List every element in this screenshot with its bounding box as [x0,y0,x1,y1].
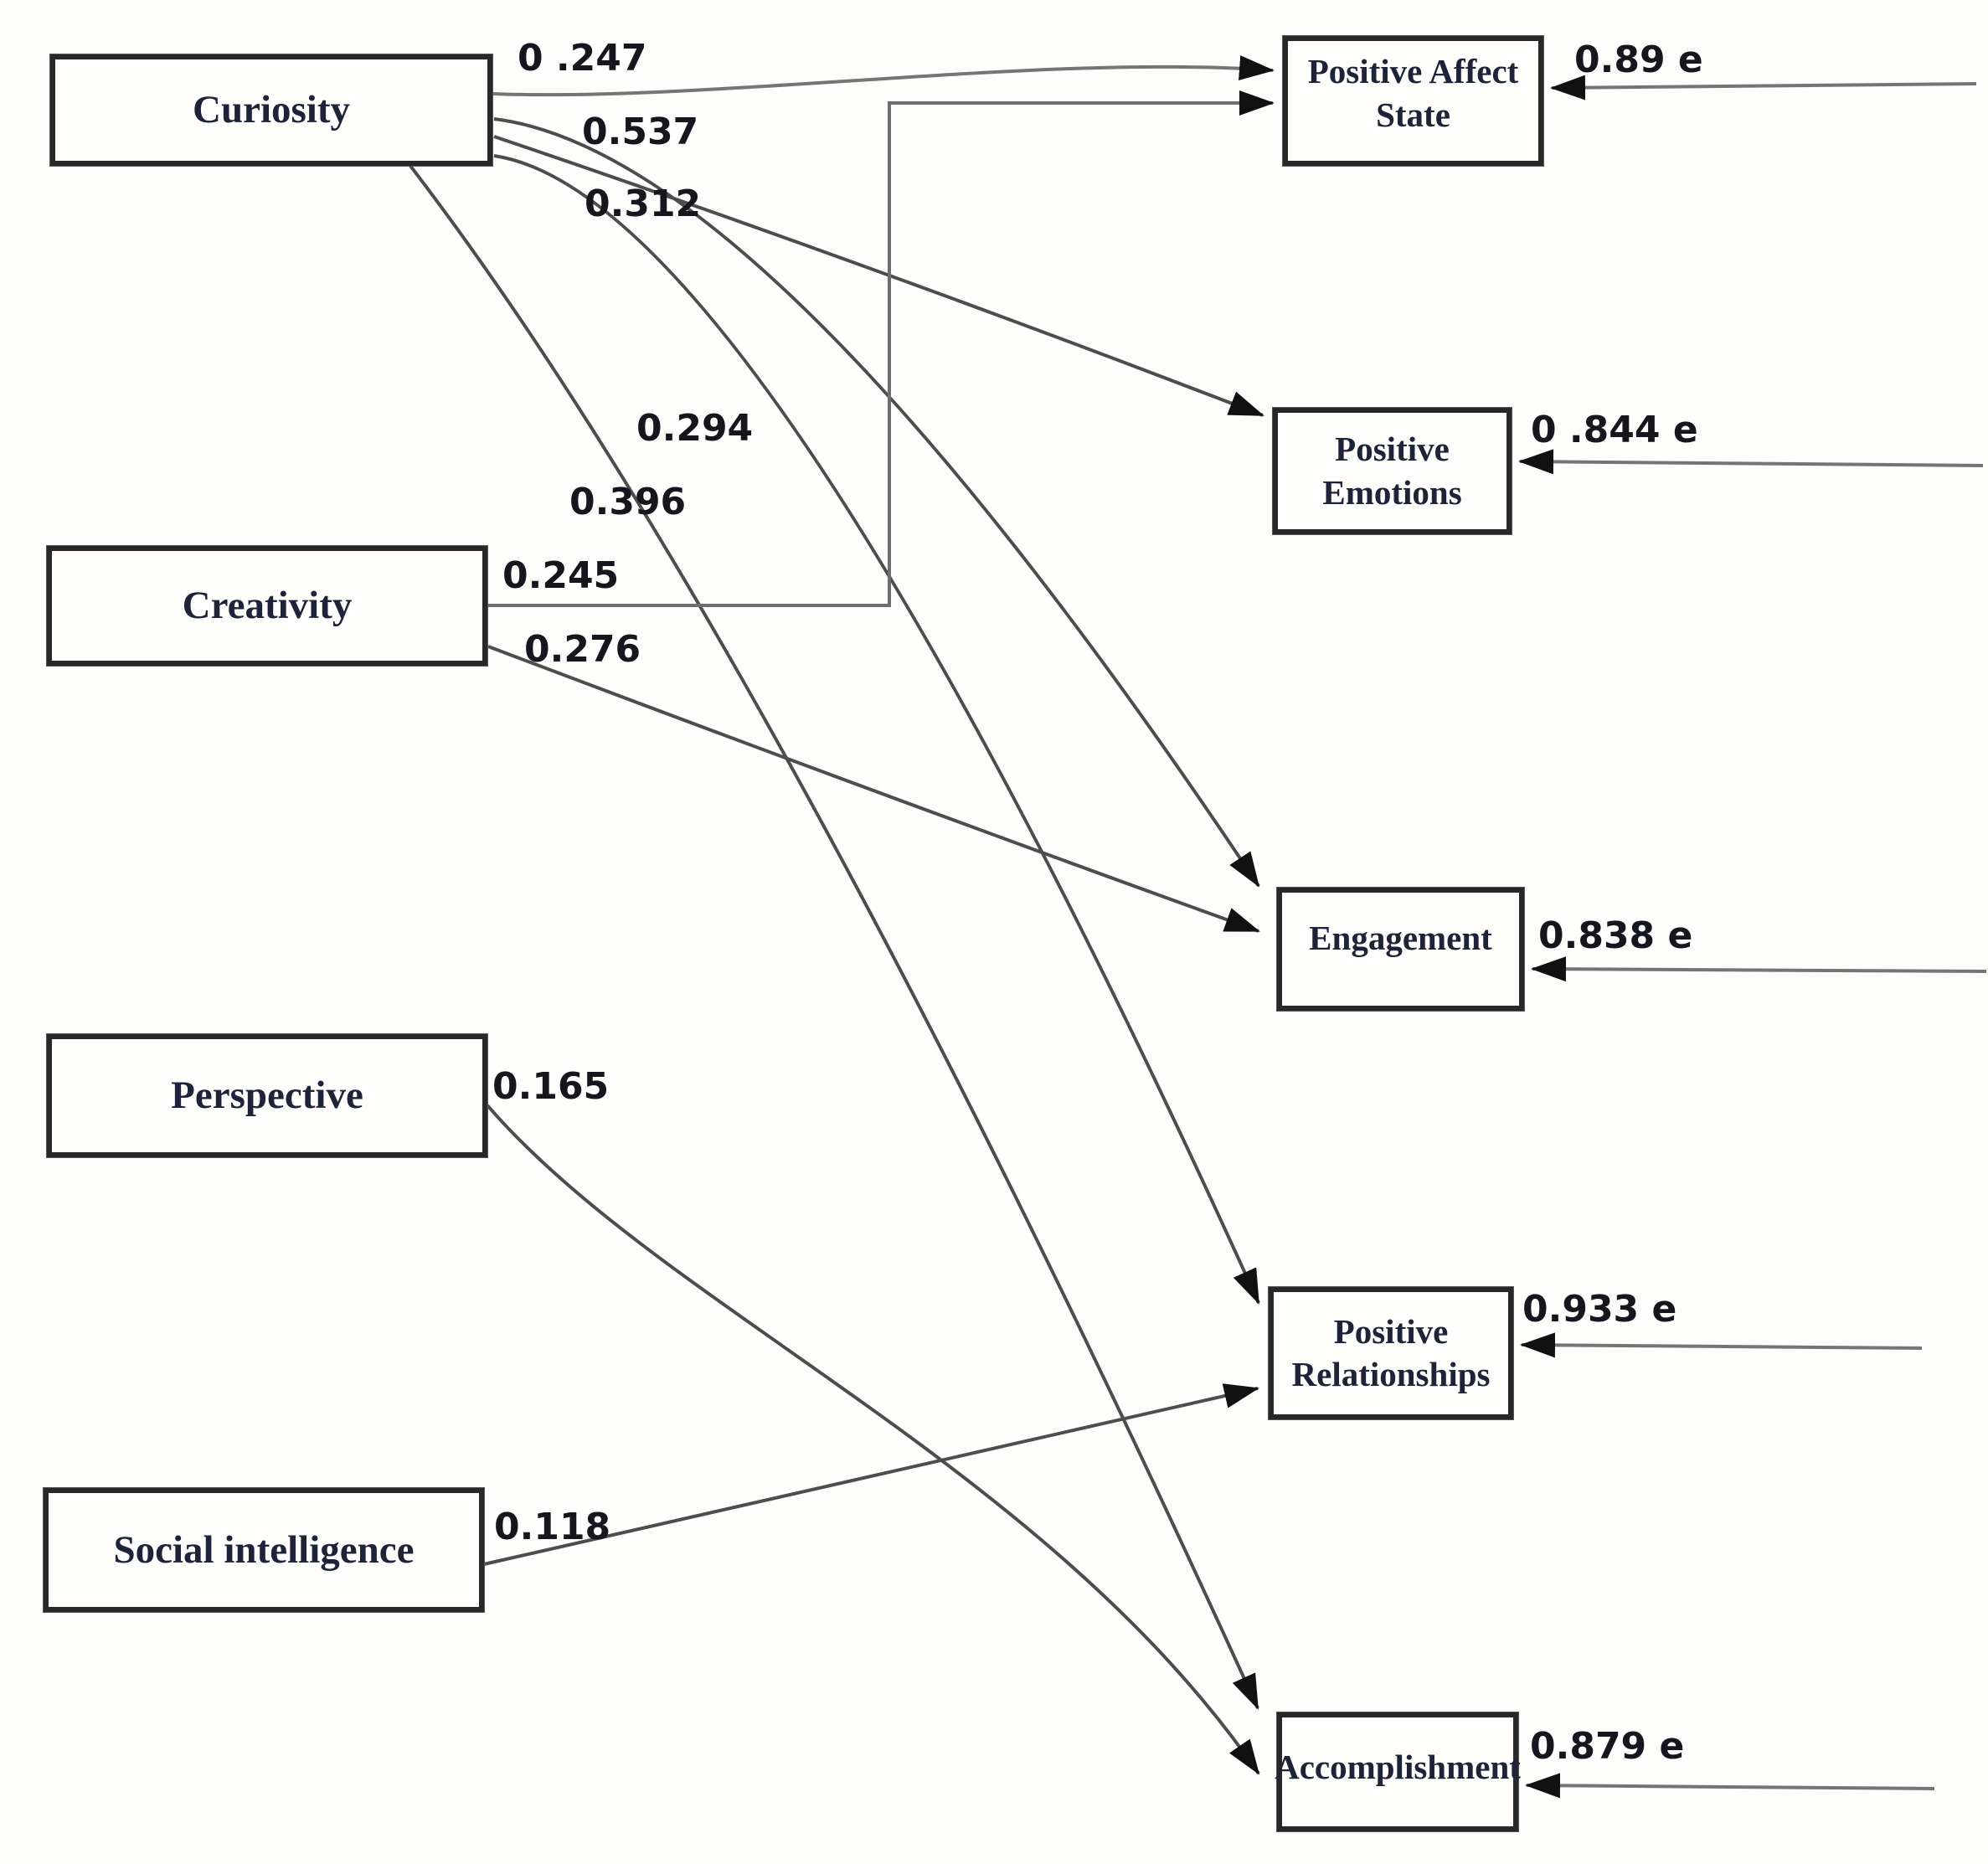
path-creativity-to-positive-affect-state [487,90,1275,607]
error-arrow-positive-emotions [1518,449,1984,475]
node-label: Accomplishment [1275,1748,1521,1787]
error-label-positive-emotions: 0 .844 e [1531,409,1698,451]
error-label-positive-relationships: 0.933 e [1522,1288,1677,1331]
node-curiosity: Curiosity [50,54,492,166]
path-perspective-to-accomplishment [486,1104,1260,1775]
node-label: Creativity [182,584,353,628]
node-accomplishment: Accomplishment [1275,1712,1521,1831]
error-label-engagement: 0.838 e [1538,914,1693,957]
node-positive-emotions: Positive Emotions [1273,408,1512,534]
node-positive-relationships: Positive Relationships [1269,1287,1513,1419]
path-curiosity-to-positive-emotions [493,135,1264,417]
node-label: Positive Emotions [1322,430,1462,512]
node-label: Engagement [1309,918,1492,957]
path-curiosity-to-positive-affect-state [492,55,1275,97]
node-label: Positive Relationships [1291,1311,1491,1393]
error-arrow-positive-relationships [1520,1332,1923,1358]
coefficient-creativity-engagement: 0.276 [524,628,641,671]
coefficient-perspective-accomplishment: 0.165 [492,1065,610,1108]
node-label: Positive Affect State [1307,52,1519,134]
coefficient-curiosity-positive-emotions: 0.312 [585,183,702,225]
error-arrow-accomplishment [1525,1773,1935,1799]
error-arrow-engagement [1531,956,1987,982]
coefficient-curiosity-accomplishment: 0.396 [569,481,687,523]
node-creativity: Creativity [47,546,487,666]
node-engagement: Engagement [1277,888,1524,1011]
path-curiosity-to-engagement [493,117,1260,888]
error-label-accomplishment: 0.879 e [1530,1725,1685,1768]
coefficient-curiosity-positive-relationships: 0.294 [636,407,754,450]
node-label: Social intelligence [113,1527,415,1572]
error-label-positive-affect-state: 0.89 e [1574,39,1703,81]
coefficient-curiosity-positive-affect-state: 0 .247 [518,37,647,80]
path-social-intelligence-to-positive-relationships [483,1383,1259,1566]
node-social-intelligence: Social intelligence [44,1488,484,1612]
coefficient-curiosity-engagement: 0.537 [582,111,699,153]
error-arrow-positive-affect-state [1550,75,1977,100]
coefficient-creativity-positive-affect-state: 0.245 [502,554,620,597]
node-positive-affect-state: Positive Affect State [1283,36,1543,166]
path-curiosity-to-positive-relationships [493,154,1260,1305]
path-creativity-to-engagement [487,645,1260,933]
coefficient-social-intelligence-positive-relationships: 0.118 [494,1506,611,1548]
path-curiosity-to-accomplishment [409,164,1259,1710]
node-label: Curiosity [193,88,350,132]
node-perspective: Perspective [47,1034,487,1157]
node-label: Perspective [171,1074,363,1118]
